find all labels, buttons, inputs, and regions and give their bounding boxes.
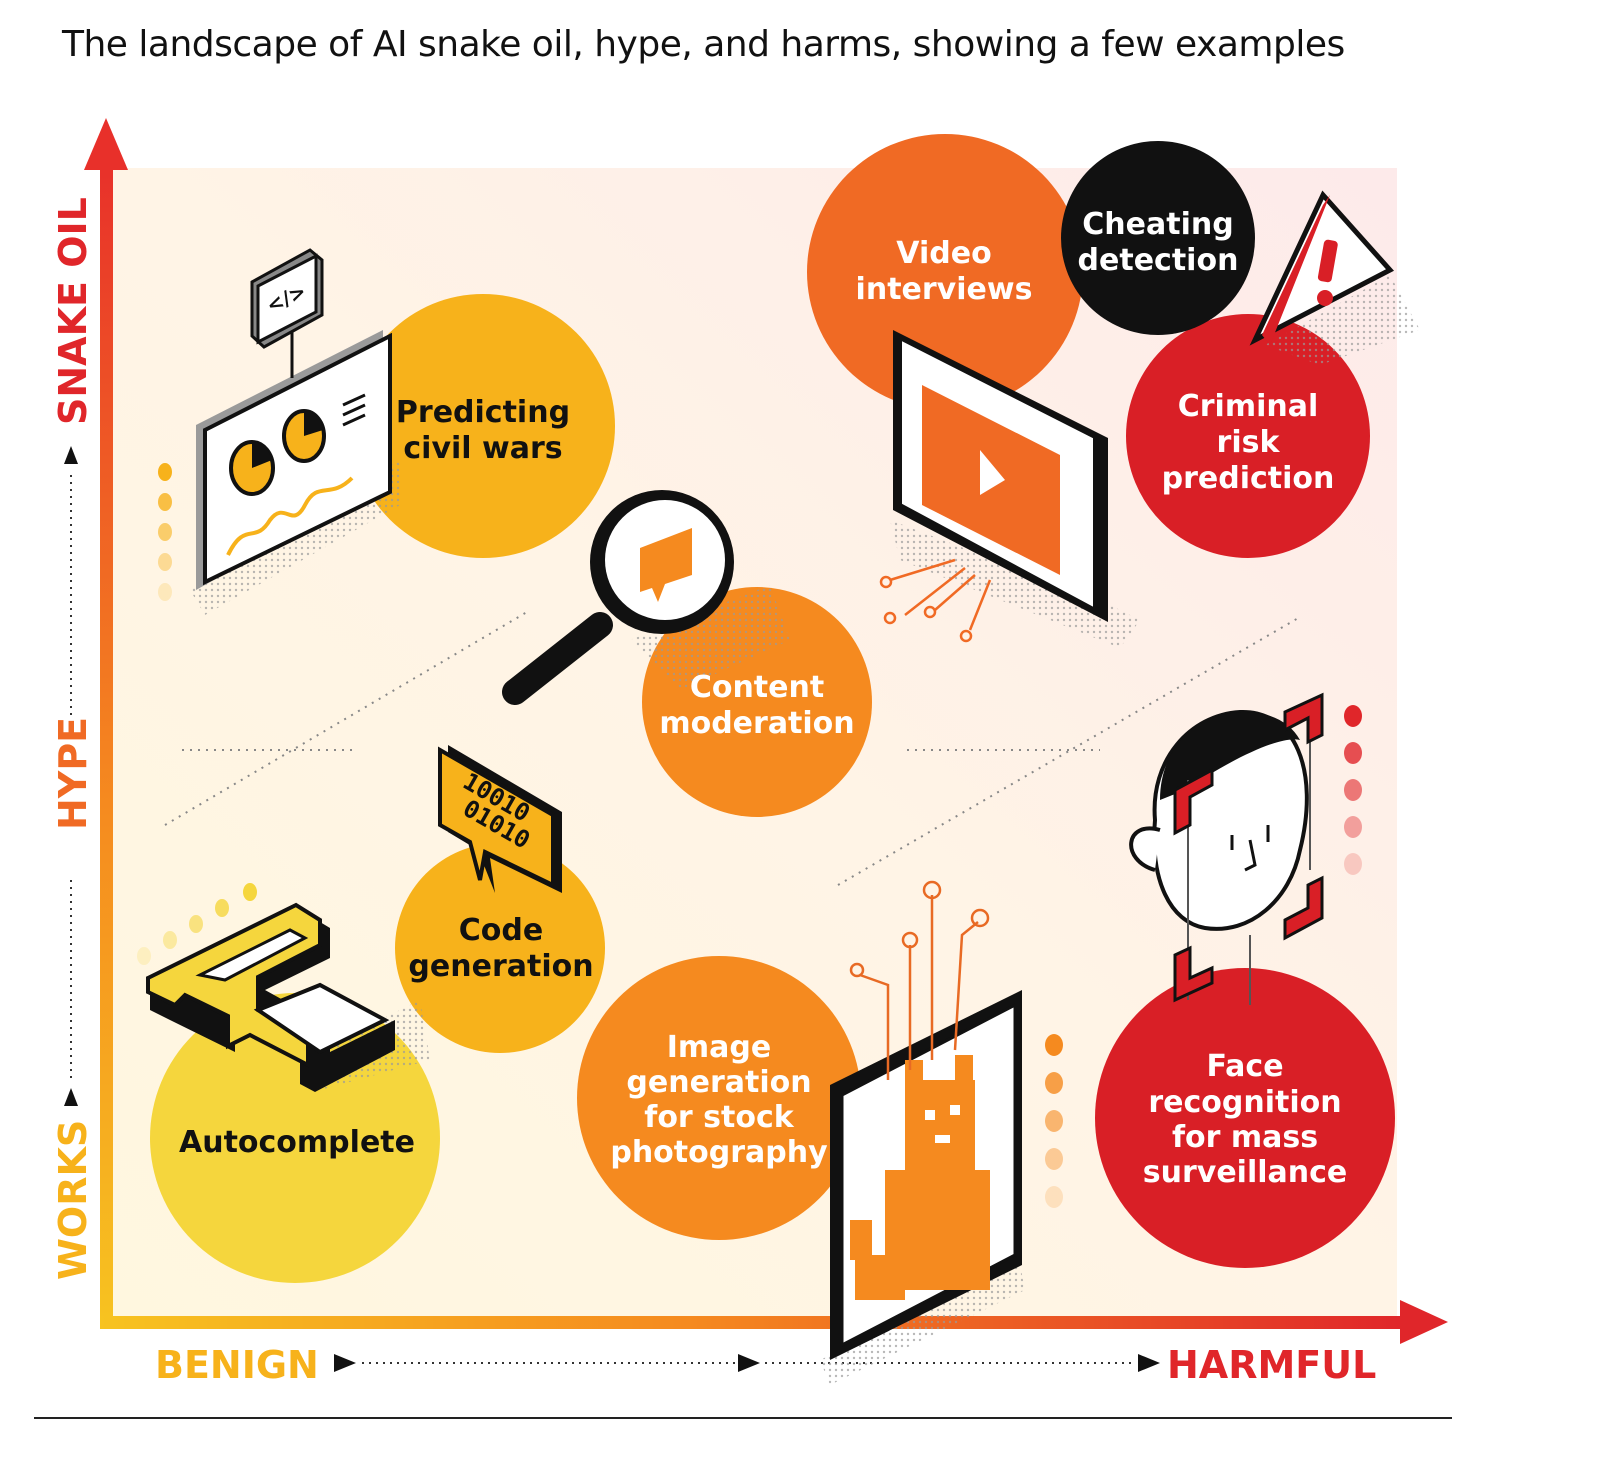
warning-sign-illustration bbox=[1249, 190, 1420, 365]
bubble-image-generation bbox=[577, 956, 861, 1240]
svg-text:interviews: interviews bbox=[856, 272, 1033, 307]
dotted-guides bbox=[164, 611, 1301, 886]
svg-text:Criminal: Criminal bbox=[1178, 389, 1319, 424]
x-axis: BENIGN HARMFUL bbox=[100, 1300, 1448, 1387]
bubble-face-recognition bbox=[1095, 968, 1395, 1268]
pixel-cat-canvas-illustration bbox=[820, 880, 1025, 1385]
bubble-criminal-risk bbox=[1126, 314, 1370, 558]
svg-text:Content: Content bbox=[690, 670, 824, 705]
x-label-harmful: HARMFUL bbox=[1167, 1343, 1376, 1387]
bubble-video-interviews bbox=[807, 134, 1083, 410]
label-cheating-detection: Cheating detection bbox=[1078, 207, 1239, 278]
3d-letter-illustration bbox=[146, 902, 430, 1092]
decor-dots-light-yellow bbox=[137, 883, 257, 965]
label-content-moderation: Content moderation bbox=[659, 670, 854, 741]
page-title: The landscape of AI snake oil, hype, and… bbox=[62, 24, 1345, 65]
svg-text:for stock: for stock bbox=[644, 1100, 794, 1135]
svg-text:Video: Video bbox=[896, 236, 991, 271]
label-code-generation: Code generation bbox=[408, 913, 593, 984]
magnifying-glass-illustration bbox=[502, 490, 790, 705]
svg-text:Predicting: Predicting bbox=[396, 395, 570, 430]
label-predicting-civil-wars: Predicting civil wars bbox=[396, 395, 570, 466]
decor-dots-yellow bbox=[158, 463, 172, 601]
label-video-interviews: Video interviews bbox=[856, 236, 1033, 307]
bubble-code-generation bbox=[395, 843, 605, 1053]
svg-text:civil wars: civil wars bbox=[403, 431, 562, 466]
bottom-divider bbox=[34, 1417, 1452, 1419]
decor-dots-orange bbox=[1045, 1034, 1063, 1208]
label-autocomplete: Autocomplete bbox=[179, 1125, 415, 1160]
x-label-benign: BENIGN bbox=[155, 1343, 319, 1387]
y-label-hype: HYPE bbox=[51, 717, 95, 830]
label-image-generation: Image generation for stock photography bbox=[610, 1030, 828, 1170]
svg-text:photography: photography bbox=[610, 1135, 828, 1170]
svg-text:prediction: prediction bbox=[1162, 461, 1335, 496]
svg-text:Image: Image bbox=[667, 1030, 772, 1065]
svg-text:Cheating: Cheating bbox=[1082, 207, 1233, 242]
y-label-works: WORKS bbox=[51, 1120, 95, 1280]
svg-text:generation: generation bbox=[626, 1065, 811, 1100]
bubble-predicting-civil-wars bbox=[351, 294, 615, 558]
svg-text:Face: Face bbox=[1206, 1049, 1283, 1084]
svg-text:Code: Code bbox=[459, 913, 543, 948]
y-label-snake-oil: SNAKE OIL bbox=[51, 197, 95, 425]
svg-text:detection: detection bbox=[1078, 243, 1239, 278]
svg-text:generation: generation bbox=[408, 949, 593, 984]
decor-dots-red bbox=[1344, 705, 1362, 875]
video-monitor-illustration bbox=[879, 330, 1140, 648]
bubble-cheating-detection bbox=[1061, 141, 1255, 335]
face-scan-illustration bbox=[1129, 692, 1324, 1005]
svg-text:moderation: moderation bbox=[659, 706, 854, 741]
chart-board-illustration: </> bbox=[190, 248, 400, 615]
svg-text:surveillance: surveillance bbox=[1143, 1155, 1348, 1190]
svg-text:recognition: recognition bbox=[1148, 1085, 1341, 1120]
label-criminal-risk: Criminal risk prediction bbox=[1162, 389, 1335, 496]
svg-text:for mass: for mass bbox=[1172, 1120, 1318, 1155]
y-axis: WORKS HYPE SNAKE OIL bbox=[51, 118, 128, 1328]
binary-speech-bubble-illustration: 10010 01010 bbox=[438, 745, 562, 893]
label-face-recognition: Face recognition for mass surveillance bbox=[1143, 1049, 1348, 1190]
svg-text:risk: risk bbox=[1217, 425, 1281, 460]
